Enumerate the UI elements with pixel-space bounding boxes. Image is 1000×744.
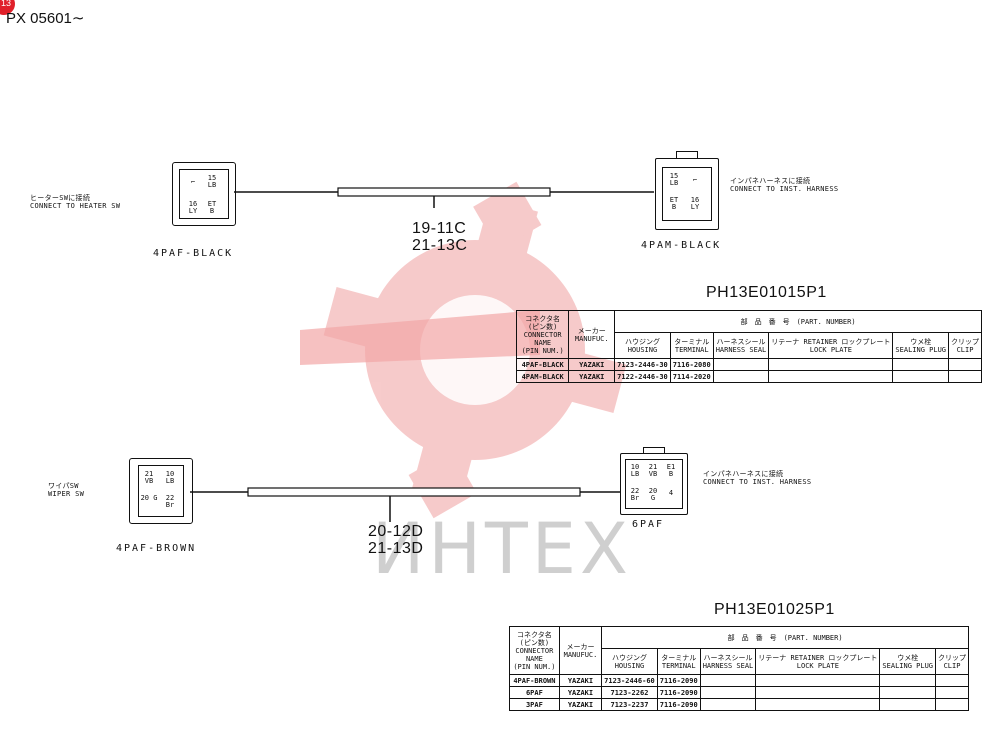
table-row: 4PAF-BROWN YAZAKI 7123-2446-60 7116-2090 [509,674,969,687]
connector-6paf: 10 LB 21 VB E1 B 22 Br 20 G 4 [620,447,688,515]
page-badge [0,0,15,15]
heater-sw-note: ヒーターSWに接続 CONNECT TO HEATER SW [30,194,121,210]
parts-table-2: コネクタ名 (ピン数) CONNECTOR NAME (PIN NUM.) メー… [509,626,969,711]
page-code: PX 05601∼ [6,10,85,27]
connector-label-4pam-black: 4PAM-BLACK [641,240,722,251]
table-row: 6PAF YAZAKI 7123-2262 7116-2090 [509,686,969,699]
connector-label-4paf-brown: 4PAF-BROWN [116,543,197,554]
inst-harness-note-2: インパネハーネスに接続 CONNECT TO INST. HARNESS [703,470,812,486]
part-number-1: PH13E01015P1 [706,284,827,301]
connector-4pam-black: 15 LB ⌐ ET B 16 LY [655,151,719,230]
inst-harness-note-1: インパネハーネスに接続 CONNECT TO INST. HARNESS [730,177,839,193]
watermark-gear-logo [300,181,627,519]
table-row: 4PAF-BLACK YAZAKI 7123-2446-30 7116-2080 [515,358,982,371]
connector-4paf-black: ⌐ 15 LB 16 LY ET B [172,162,236,226]
page-badge-number: 13 [1,0,12,8]
wire-codes-1: 19-11C 21-13C [412,220,468,254]
table-row: 4PAM-BLACK YAZAKI 7122-2446-30 7114-2020 [515,370,982,383]
watermark-text: ИНТЕХ [372,508,632,590]
wire-codes-2: 20-12D 21-13D [368,523,424,557]
parts-table-1: コネクタ名 (ピン数) CONNECTOR NAME (PIN NUM.) メー… [515,310,982,383]
connector-label-6paf: 6PAF [632,519,665,530]
harness-wire-2 [190,487,620,522]
harness-wire-1 [234,187,654,208]
connector-label-4paf-black: 4PAF-BLACK [153,248,234,259]
connector-4paf-brown: 21 VB 10 LB 20 G 22 Br [129,458,193,524]
part-number-2: PH13E01025P1 [714,601,835,618]
wiper-sw-note: ワイパSW WIPER SW [48,482,85,498]
table-row: 3PAF YAZAKI 7123-2237 7116-2090 [509,698,969,711]
